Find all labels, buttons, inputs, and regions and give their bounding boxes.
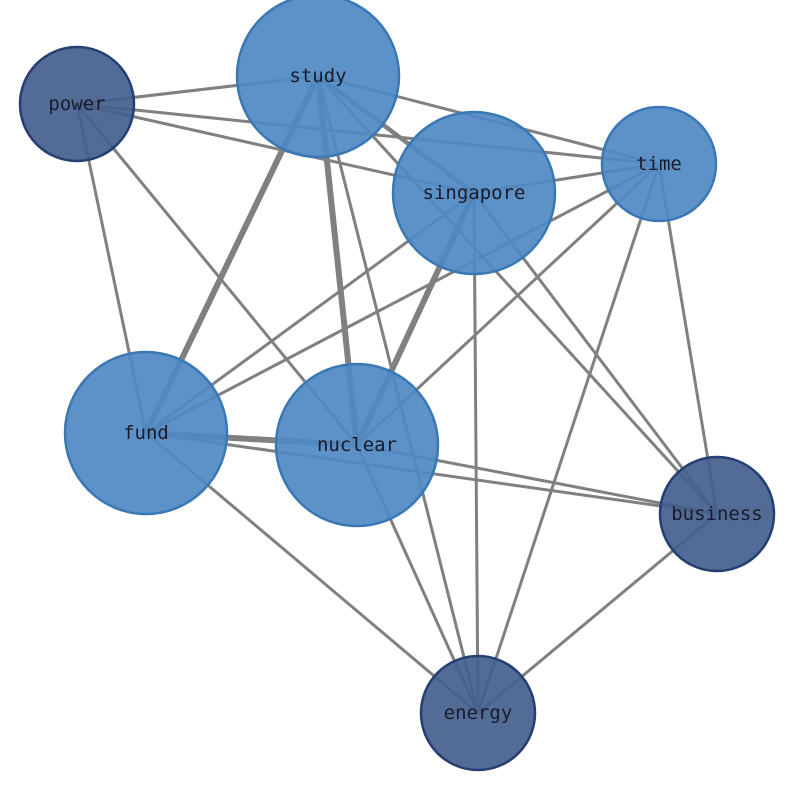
node-singapore[interactable]: singapore <box>391 110 557 276</box>
node-label: study <box>289 65 346 87</box>
node-circle[interactable] <box>274 362 440 528</box>
node-label: time <box>636 153 682 175</box>
node-label: nuclear <box>317 434 397 456</box>
node-circle[interactable] <box>235 0 401 159</box>
node-circle[interactable] <box>63 350 229 516</box>
node-label: fund <box>123 422 169 444</box>
edge-time-fund <box>145 162 660 435</box>
node-time[interactable]: time <box>600 105 718 223</box>
node-label: singapore <box>423 182 526 204</box>
edge-time-business <box>657 163 719 515</box>
node-label: business <box>671 503 763 525</box>
node-circle[interactable] <box>419 654 537 772</box>
node-power[interactable]: power <box>18 45 136 163</box>
node-circle[interactable] <box>600 105 718 223</box>
node-label: power <box>48 93 105 115</box>
node-fund[interactable]: fund <box>63 350 229 516</box>
edge-singapore-energy <box>472 192 480 714</box>
node-circle[interactable] <box>658 455 776 573</box>
node-circle[interactable] <box>18 45 136 163</box>
node-circle[interactable] <box>391 110 557 276</box>
edge-time-energy <box>476 163 661 714</box>
nodes-layer: study power time singapore fund nuclear busine… <box>18 0 776 772</box>
node-nuclear[interactable]: nuclear <box>274 362 440 528</box>
node-study[interactable]: study <box>235 0 401 159</box>
node-label: energy <box>444 702 513 724</box>
node-business[interactable]: business <box>658 455 776 573</box>
node-energy[interactable]: energy <box>419 654 537 772</box>
